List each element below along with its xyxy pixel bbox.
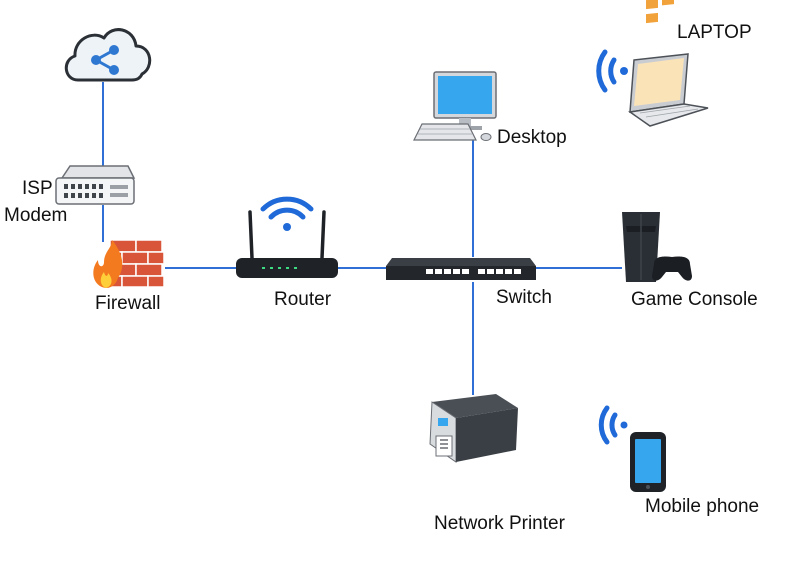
network-switch-icon [386, 258, 536, 280]
desktop-computer-icon [413, 71, 497, 141]
router-wifi-signal-icon [260, 196, 314, 231]
laptop-icon [628, 0, 709, 127]
game-console-icon [622, 212, 692, 282]
laptop-label: LAPTOP [677, 22, 752, 43]
cloud-share-icon [64, 28, 152, 82]
printer-icon [429, 394, 518, 463]
connection-lines [102, 82, 622, 395]
isp-modem-label-line1: ISP [22, 178, 53, 199]
switch-label: Switch [496, 287, 552, 308]
wifi-router-icon [236, 210, 338, 278]
modem-icon [55, 165, 136, 205]
phone-wifi-signal-icon [598, 405, 628, 445]
isp-modem-label-line2: Modem [4, 205, 68, 226]
network-printer-label: Network Printer [434, 513, 565, 534]
mobile-phone-icon [630, 432, 666, 492]
laptop-wifi-signal-icon [596, 49, 628, 93]
router-label: Router [274, 289, 332, 310]
mobile-phone-label: Mobile phone [645, 496, 760, 517]
desktop-label: Desktop [497, 127, 567, 148]
firewall-icon [93, 239, 165, 288]
game-console-label: Game Console [631, 289, 758, 310]
firewall-label: Firewall [95, 293, 161, 314]
